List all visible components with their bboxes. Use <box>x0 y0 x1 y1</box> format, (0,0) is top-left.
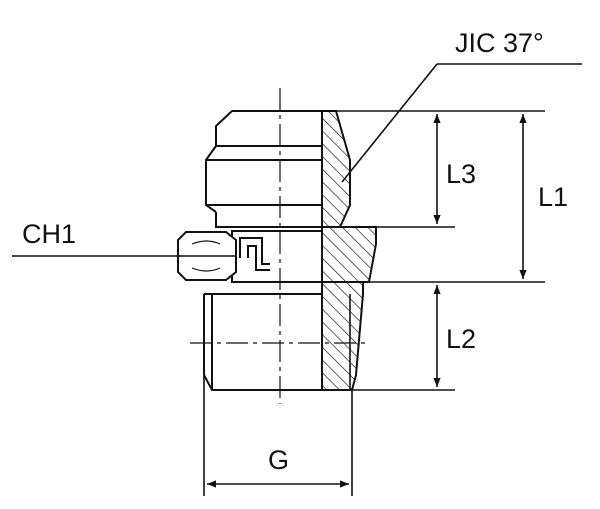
label-jic: JIC 37° <box>455 28 544 58</box>
label-l2: L2 <box>446 324 476 354</box>
label-ch1: CH1 <box>22 219 76 249</box>
npt-thread-end <box>203 294 322 391</box>
section-view <box>321 110 377 391</box>
hex-key-symbol <box>177 231 237 281</box>
jic-leader <box>341 63 438 183</box>
label-g: G <box>268 445 289 475</box>
extension-lines <box>203 110 545 496</box>
jic-flare-end <box>215 110 322 146</box>
label-l1: L1 <box>538 182 568 212</box>
label-l3: L3 <box>446 159 476 189</box>
